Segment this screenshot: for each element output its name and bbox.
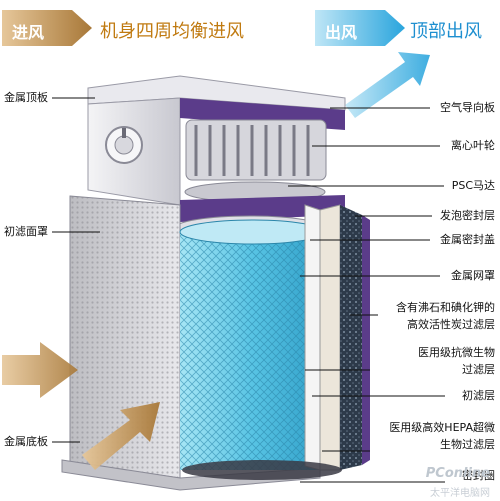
top-outlet-arrow-icon bbox=[345, 52, 430, 118]
label-zeolite-line1: 含有沸石和碘化钾的 bbox=[396, 301, 495, 314]
label-foam-seal: 发泡密封层 bbox=[440, 209, 495, 222]
label-psc-motor: PSC马达 bbox=[451, 179, 495, 192]
label-top-plate: 金属顶板 bbox=[4, 91, 48, 104]
label-antimicrobial-line1: 医用级抗微生物 bbox=[418, 346, 495, 359]
label-seal-ring: 密封圈 bbox=[462, 469, 495, 482]
intake-title: 机身四周均衡进风 bbox=[100, 21, 244, 42]
right-leader-lines bbox=[288, 107, 445, 483]
label-hepa-line1: 医用级高效HEPA超微 bbox=[389, 421, 495, 434]
bottom-intake-arrow-icon bbox=[82, 402, 160, 470]
impeller-icon bbox=[185, 119, 327, 181]
label-air-guide-plate: 空气导向板 bbox=[440, 101, 495, 114]
watermark-sub: 太平洋电脑网 bbox=[430, 488, 490, 499]
label-pre-filter-cover: 初滤面罩 bbox=[4, 225, 48, 238]
outlet-arrow-icon bbox=[315, 10, 405, 46]
label-bottom-plate: 金属底板 bbox=[4, 435, 48, 448]
intake-tag: 进风 bbox=[12, 23, 45, 42]
intake-arrow-icon bbox=[2, 10, 92, 46]
outlet-tag: 出风 bbox=[325, 23, 358, 42]
label-impeller: 离心叶轮 bbox=[451, 139, 495, 152]
label-zeolite-line2: 高效活性炭过滤层 bbox=[407, 318, 495, 331]
label-metal-mesh: 金属网罩 bbox=[451, 269, 495, 282]
side-intake-arrow-icon bbox=[2, 342, 78, 398]
left-leader-lines bbox=[52, 97, 100, 443]
label-pre-filter-layer: 初滤层 bbox=[462, 389, 495, 402]
watermark-brand: PConline bbox=[425, 466, 490, 481]
carbon-filter-layer bbox=[340, 205, 362, 470]
label-metal-seal-cap: 金属密封盖 bbox=[440, 233, 495, 246]
label-antimicrobial-line2: 过滤层 bbox=[462, 363, 495, 376]
label-hepa-line2: 生物过滤层 bbox=[440, 438, 495, 451]
outlet-title: 顶部出风 bbox=[410, 21, 482, 42]
